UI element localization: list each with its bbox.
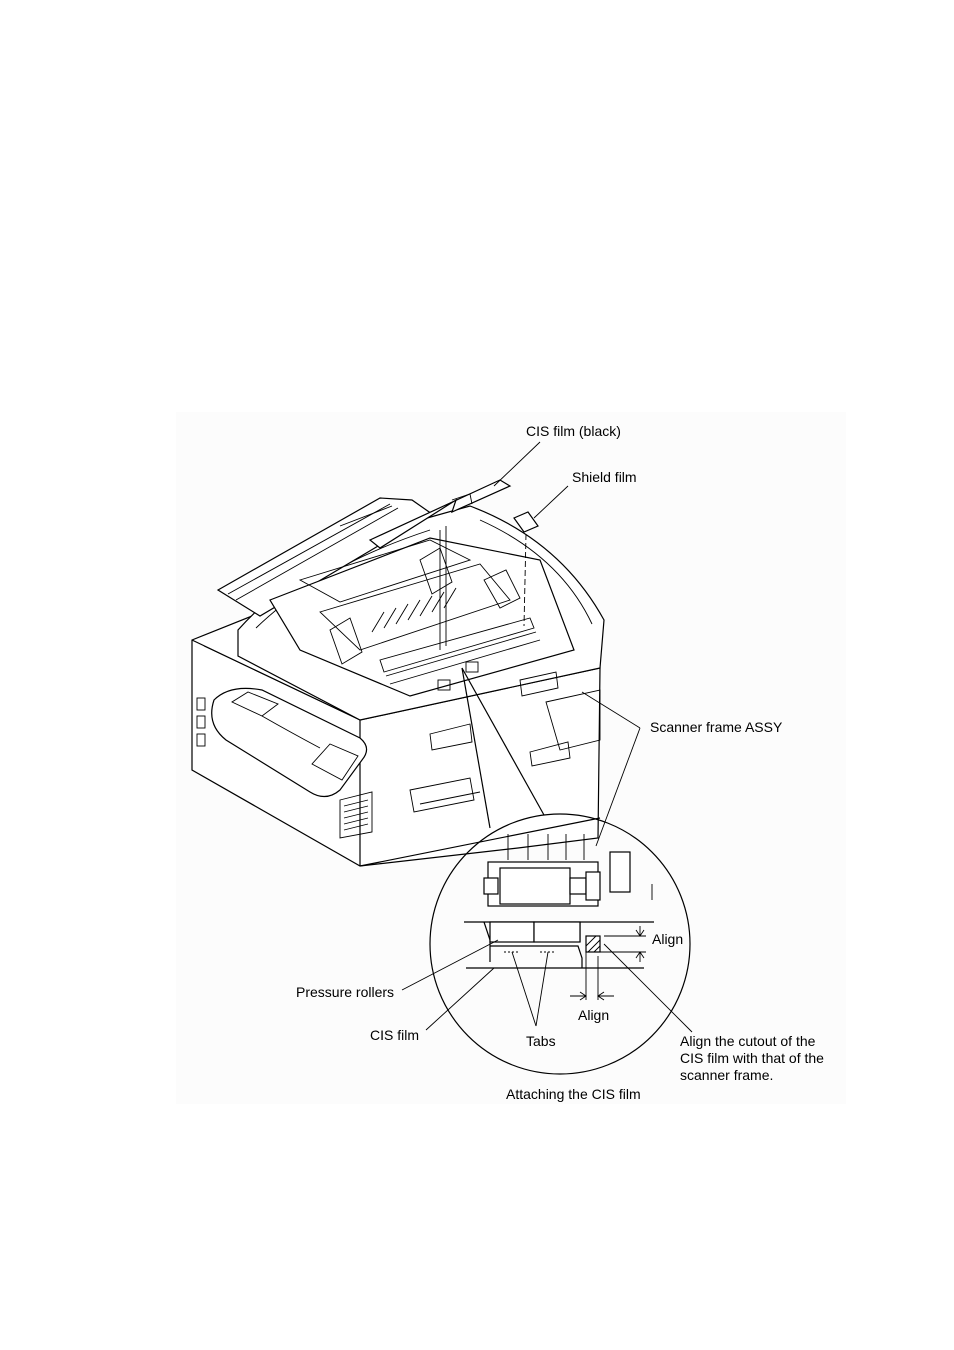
label-align-horizontal: Align <box>578 1007 609 1023</box>
label-cis-film-black: CIS film (black) <box>526 423 621 439</box>
figure-caption: Attaching the CIS film <box>506 1086 641 1102</box>
label-tabs: Tabs <box>526 1033 556 1049</box>
label-scanner-frame-assy: Scanner frame ASSY <box>650 719 783 735</box>
label-align-note-line2: CIS film with that of the <box>680 1050 824 1066</box>
label-shield-film: Shield film <box>572 469 637 485</box>
label-align-note-line3: scanner frame. <box>680 1067 773 1083</box>
label-align-note-line1: Align the cutout of the <box>680 1033 816 1049</box>
label-align-vertical: Align <box>652 931 683 947</box>
label-cis-film: CIS film <box>370 1027 419 1043</box>
label-pressure-rollers: Pressure rollers <box>296 984 394 1000</box>
